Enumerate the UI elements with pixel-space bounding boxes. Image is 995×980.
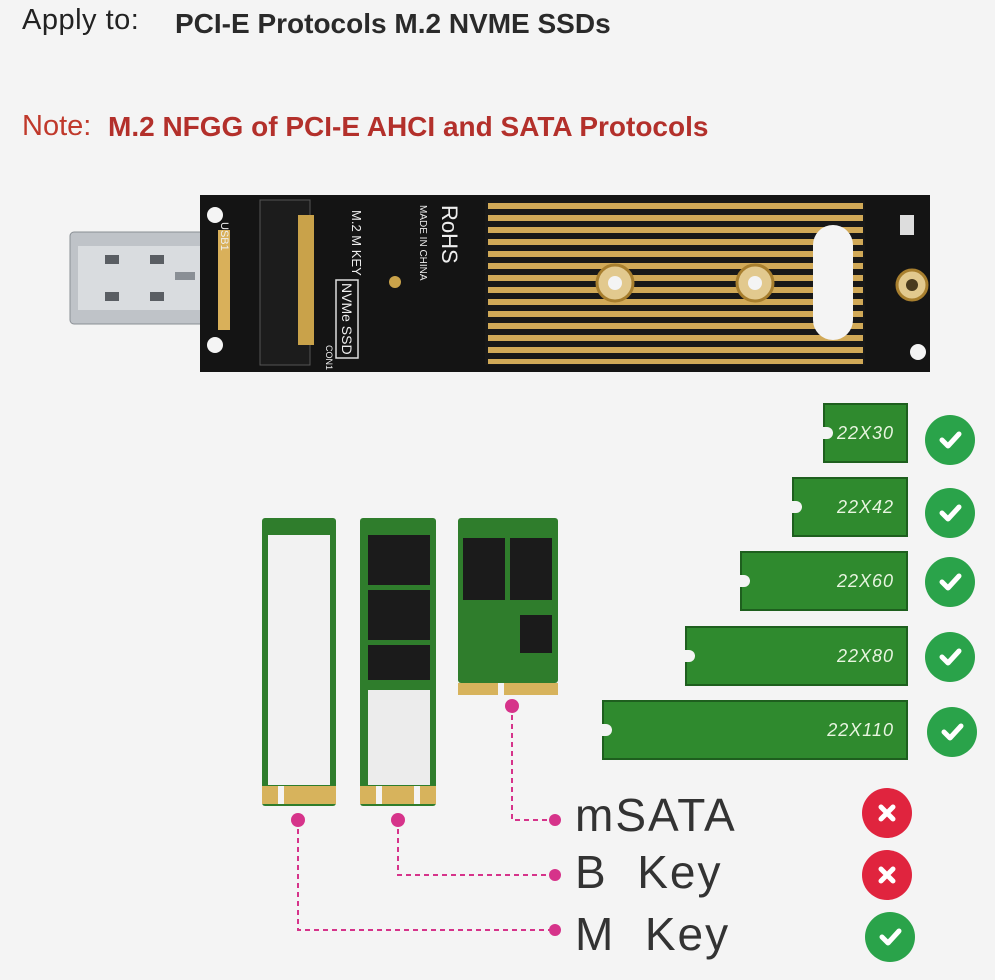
check-icon	[925, 632, 975, 682]
apply-label: Apply to:	[22, 4, 140, 36]
size-bar-22x80: 22X80	[685, 626, 908, 686]
check-icon	[925, 415, 975, 465]
cross-icon	[862, 788, 912, 838]
note-label: Note:	[22, 110, 92, 142]
cross-icon	[862, 850, 912, 900]
b-key-ssd	[360, 518, 436, 806]
size-label: 22X60	[836, 570, 894, 591]
usb-plug	[69, 231, 221, 325]
check-icon	[925, 488, 975, 538]
leader-lines	[297, 706, 555, 931]
key-label: M.2 M KEY	[349, 210, 364, 276]
usb-label: USB1	[218, 222, 230, 251]
connector-label: CON1	[324, 345, 334, 371]
size-label: 22X42	[836, 496, 894, 517]
rohs-label: RoHS	[437, 205, 462, 264]
msata-leader-dot	[505, 699, 519, 713]
m-key-ssd	[262, 518, 336, 806]
adapter-pcb	[200, 195, 930, 372]
key-label-msata: mSATA	[575, 789, 737, 841]
m-key-leader-dot	[291, 813, 305, 827]
ssd-label: NVMe SSD	[339, 283, 355, 355]
key-label-m-key: M Key	[575, 908, 731, 960]
b-key-leader-dot	[391, 813, 405, 827]
size-bar-22x42: 22X42	[792, 477, 908, 537]
made-in-label: MADE IN CHINA	[417, 205, 428, 281]
check-icon	[927, 707, 977, 757]
apply-text: PCI-E Protocols M.2 NVME SSDs	[175, 8, 611, 39]
size-label: 22X110	[827, 719, 894, 740]
check-icon	[865, 912, 915, 962]
note-text: M.2 NFGG of PCI-E AHCI and SATA Protocol…	[108, 111, 709, 142]
key-label-b-key: B Key	[575, 846, 723, 898]
msata-ssd	[458, 518, 558, 695]
check-icon	[925, 557, 975, 607]
size-label: 22X80	[836, 645, 894, 666]
size-bar-22x110: 22X110	[602, 700, 908, 760]
size-bar-22x60: 22X60	[740, 551, 908, 611]
size-bar-22x30: 22X30	[823, 403, 908, 463]
size-label: 22X30	[836, 422, 894, 443]
